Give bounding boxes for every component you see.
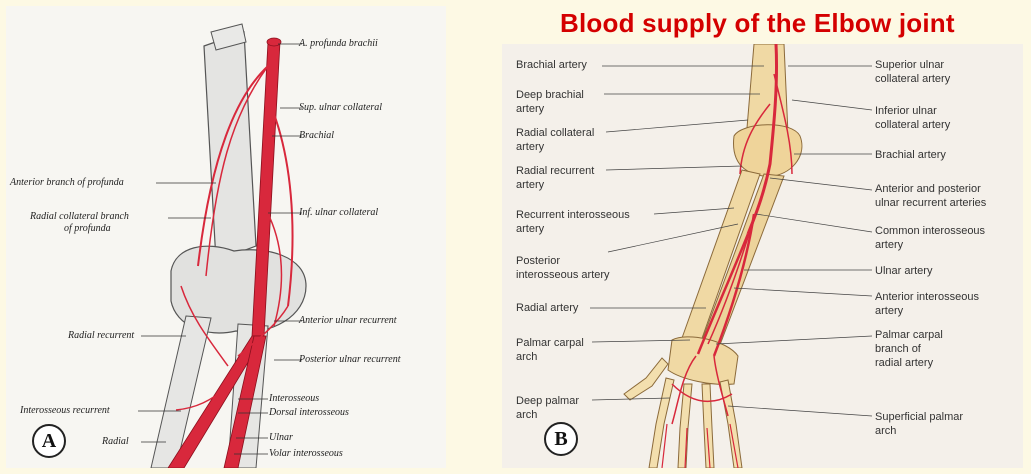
label-a-dorsal-interosseous: Dorsal interosseous [269,407,349,418]
label-b-brachial-artery-left: Brachial artery [516,58,587,72]
label-a-of-profunda: of profunda [64,223,111,234]
slide-title: Blood supply of the Elbow joint [560,8,955,39]
label-a-posterior-ulnar-recurrent: Posterior ulnar recurrent [299,354,400,365]
panel-a-drawing [6,6,446,468]
label-b-palmar-carpal-branch-radial: Palmar carpal branch of radial artery [875,328,943,370]
label-a-volar-interosseous: Volar interosseous [269,448,343,459]
label-a-anterior-ulnar-recurrent: Anterior ulnar recurrent [299,315,397,326]
label-a-interosseous: Interosseous [269,393,319,404]
label-a-profunda-brachii: A. profunda brachii [299,38,378,49]
label-a-radial-collateral-branch: Radial collateral branch [30,211,129,222]
label-a-radial: Radial [102,436,129,447]
label-b-radial-collateral-artery: Radial collateral artery [516,126,594,154]
brachial-artery-cut-end [267,38,281,46]
label-b-radial-artery: Radial artery [516,301,578,315]
label-a-anterior-branch-profunda: Anterior branch of profunda [10,177,124,188]
marker-b: B [544,422,578,456]
label-a-ulnar: Ulnar [269,432,293,443]
marker-a: A [32,424,66,458]
label-b-posterior-interosseous-artery: Posterior interosseous artery [516,254,610,282]
panel-b-illustration: Brachial artery Deep brachial artery Rad… [502,44,1023,468]
label-b-common-interosseous-artery: Common interosseous artery [875,224,985,252]
digital-arteries-b [662,424,738,468]
label-b-superficial-palmar-arch: Superficial palmar arch [875,410,963,438]
label-b-deep-palmar-arch: Deep palmar arch [516,394,579,422]
label-b-anterior-posterior-ulnar-recurrent: Anterior and posterior ulnar recurrent a… [875,182,986,210]
label-b-superior-ulnar-collateral: Superior ulnar collateral artery [875,58,950,86]
label-a-brachial: Brachial [299,130,334,141]
label-b-anterior-interosseous-artery: Anterior interosseous artery [875,290,979,318]
radius-bone [151,316,211,468]
label-b-inferior-ulnar-collateral: Inferior ulnar collateral artery [875,104,950,132]
panel-a-illustration: A. profunda brachii Sup. ulnar collatera… [6,6,446,468]
label-b-ulnar-artery: Ulnar artery [875,264,932,278]
label-a-interosseous-recurrent: Interosseous recurrent [20,405,110,416]
label-a-sup-ulnar-collateral: Sup. ulnar collateral [299,102,382,113]
label-b-brachial-artery-right: Brachial artery [875,148,946,162]
label-a-inf-ulnar-collateral: Inf. ulnar collateral [299,207,378,218]
label-b-palmar-carpal-arch: Palmar carpal arch [516,336,584,364]
label-b-radial-recurrent-artery: Radial recurrent artery [516,164,594,192]
label-b-deep-brachial-artery: Deep brachial artery [516,88,584,116]
label-a-radial-recurrent: Radial recurrent [68,330,134,341]
label-b-recurrent-interosseous-artery: Recurrent interosseous artery [516,208,630,236]
